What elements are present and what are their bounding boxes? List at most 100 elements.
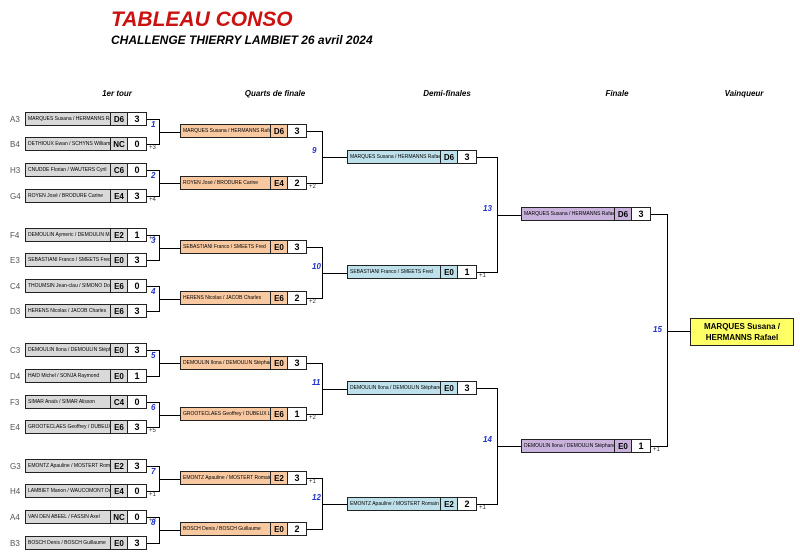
team-name: SEBASTIANI Franco / SMEETS Fred — [350, 269, 433, 275]
match-number: 12 — [312, 492, 321, 502]
connector — [159, 183, 181, 184]
quarter-team-6[interactable]: GROOTECLAES Geoffrey / DUBEUX LaurentE61 — [180, 407, 307, 421]
connector — [307, 298, 322, 299]
team-score: 3 — [127, 113, 146, 125]
team-rank: E4 — [110, 485, 127, 497]
team-name: HAID Michel / SONJA Raymond — [28, 373, 100, 379]
team-name: MARQUES Susana / HERMANNS Rafael — [28, 116, 110, 122]
team-score: 3 — [127, 537, 146, 549]
team-rank: E0 — [110, 344, 127, 356]
match-number: 5 — [151, 351, 156, 360]
team-rank: E4 — [110, 190, 127, 202]
connector — [667, 331, 690, 332]
team-rank: C4 — [110, 396, 127, 408]
connector — [322, 272, 347, 274]
team-rank: E4 — [270, 177, 287, 189]
connector — [497, 446, 521, 447]
team-rank: E0 — [110, 537, 127, 549]
team-rank: E0 — [270, 357, 287, 369]
seed-label: F4 — [10, 231, 20, 240]
team-score: 1 — [287, 408, 306, 420]
handicap-bonus: +2 — [309, 184, 316, 190]
match-number: 2 — [151, 171, 156, 180]
team-rank: E6 — [270, 292, 287, 304]
team-rank: E2 — [110, 460, 127, 472]
team-rank: E0 — [270, 241, 287, 253]
connector — [147, 376, 159, 377]
handicap-bonus: +1 — [479, 505, 486, 511]
match-number: 14 — [483, 435, 492, 444]
connector — [147, 466, 159, 467]
team-rank: E0 — [270, 523, 287, 535]
team-score: 3 — [127, 305, 146, 317]
handicap-bonus: +2 — [309, 299, 316, 305]
connector — [159, 298, 181, 300]
team-name: DEMOULIN Ilona / DEMOULIN Stéphane — [524, 443, 614, 449]
page-title: TABLEAU CONSO — [111, 8, 293, 31]
handicap-bonus: +1 — [149, 236, 156, 242]
connector — [477, 157, 497, 158]
team-name: CNUDDE Florian / WAUTERS Cyril — [28, 167, 107, 173]
connector — [147, 196, 159, 197]
connector — [147, 286, 159, 287]
team-rank: E2 — [440, 498, 457, 510]
round1-team-12[interactable]: GROOTECLAES Geoffrey / DUBEUX LaurentE63 — [25, 420, 147, 434]
team-rank: D6 — [614, 208, 631, 220]
connector — [651, 214, 667, 215]
team-rank: E2 — [270, 472, 287, 484]
round1-team-5[interactable]: DEMOULIN Aymeric / DEMOULIN MagaliE21 — [25, 228, 147, 242]
connector — [147, 235, 159, 236]
connector — [159, 414, 181, 416]
team-score: 1 — [127, 370, 146, 382]
team-name: ROYEN José / BRODURE Carine — [183, 180, 259, 186]
team-rank: E6 — [110, 280, 127, 292]
team-name: VAN DEN ABEEL / FASSIN Axel — [28, 514, 100, 520]
round1-team-7[interactable]: THOUMSIN Jean-clau / SIMONO DominicoE60 — [25, 279, 147, 293]
connector — [307, 131, 322, 132]
seed-label: G4 — [10, 192, 21, 201]
connector — [147, 144, 159, 145]
team-name: ROYEN José / BRODURE Carine — [28, 193, 104, 199]
match-number: 10 — [312, 261, 321, 271]
team-score: 3 — [457, 151, 476, 163]
team-name: DEMOULIN Aymeric / DEMOULIN Magali — [28, 232, 110, 238]
connector — [477, 388, 497, 389]
column-header-round1: 1er tour — [102, 89, 132, 98]
winner-box: MARQUES Susana / HERMANNS Rafael — [690, 318, 794, 346]
seed-label: A4 — [10, 513, 20, 522]
team-score: 3 — [127, 460, 146, 472]
round1-team-14[interactable]: LAMBIET Manon / WAUCOMONT DominiqueE40 — [25, 484, 147, 498]
page-subtitle: CHALLENGE THIERRY LAMBIET 26 avril 2024 — [111, 33, 373, 47]
team-name: MARQUES Susana / HERMANNS Rafael — [350, 154, 440, 160]
team-score: 3 — [287, 357, 306, 369]
team-score: 3 — [287, 125, 306, 137]
team-score: 0 — [127, 396, 146, 408]
seed-label: A3 — [10, 115, 20, 124]
team-name: THOUMSIN Jean-clau / SIMONO Dominico — [28, 283, 110, 289]
